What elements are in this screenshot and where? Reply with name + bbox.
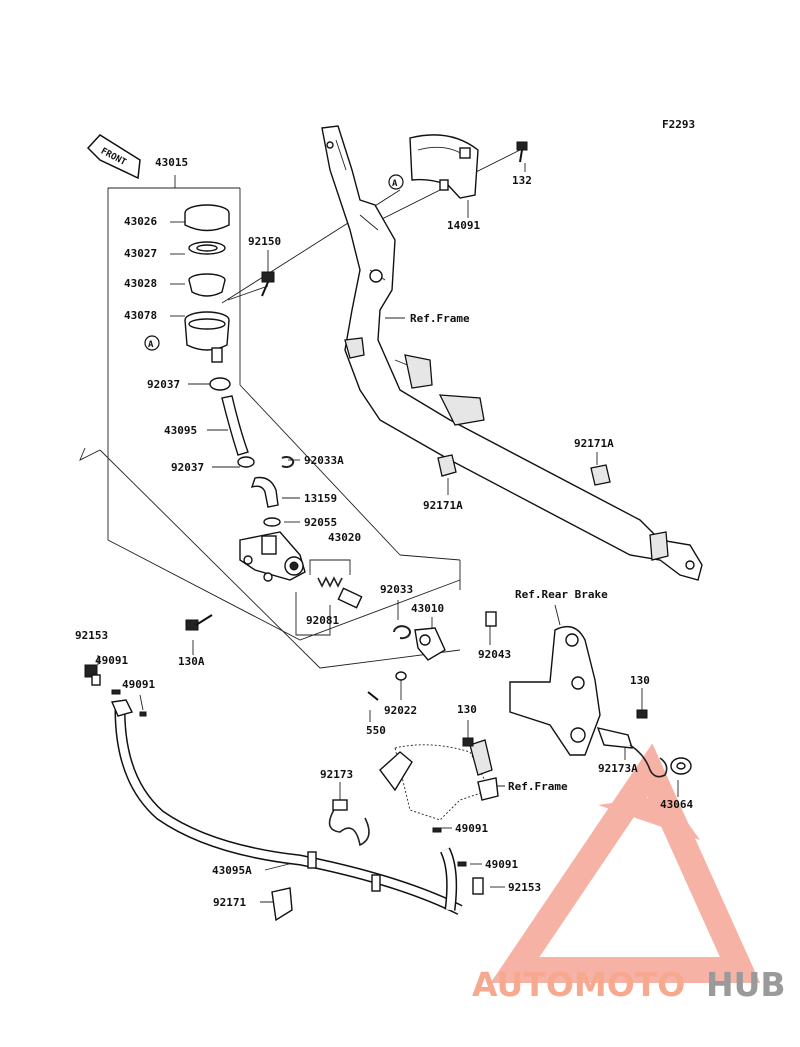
ref-marker-A-2: A	[388, 174, 404, 190]
label-43015: 43015	[155, 156, 188, 169]
label-13159: 13159	[304, 492, 337, 505]
label-49091-c: 49091	[455, 822, 488, 835]
bolt-92153-right	[472, 877, 484, 895]
label-43078: 43078	[124, 309, 157, 322]
gaskets-49091	[111, 689, 467, 867]
watermark-part1: AUTOMOTO	[472, 965, 685, 1004]
pushrod-43010	[414, 627, 446, 661]
label-49091-d: 49091	[485, 858, 518, 871]
part-labels: F2293 43015 43026 43027 43028 43078 9215…	[75, 118, 695, 909]
clamp-92171A	[437, 454, 611, 486]
label-92171A-left: 92171A	[423, 499, 463, 512]
figure-code: F2293	[662, 118, 695, 131]
label-43027: 43027	[124, 247, 157, 260]
lower-frame-bracket	[394, 739, 499, 821]
watermark-logo	[490, 743, 761, 983]
label-43095: 43095	[164, 424, 197, 437]
clip-92033	[393, 625, 411, 640]
hose-43095	[209, 377, 255, 468]
watermark-part2: HUB	[706, 965, 786, 1004]
label-130-right: 130	[630, 674, 650, 687]
label-92150: 92150	[248, 235, 281, 248]
svg-text:A: A	[392, 179, 398, 189]
pin-92043	[485, 611, 497, 627]
label-92033A: 92033A	[304, 454, 344, 467]
label-92173A: 92173A	[598, 762, 638, 775]
label-130A: 130A	[178, 655, 205, 668]
pin-550	[367, 691, 379, 701]
frame-member	[321, 125, 703, 581]
label-130-lower: 130	[457, 703, 477, 716]
rear-brake-bracket	[509, 626, 601, 756]
label-43064: 43064	[660, 798, 693, 811]
spring-92173	[328, 751, 413, 847]
label-92081: 92081	[306, 614, 339, 627]
bolt-130A	[185, 614, 213, 631]
oring-92055	[263, 517, 281, 527]
assembly-box	[79, 175, 461, 669]
label-92153-left: 92153	[75, 629, 108, 642]
clip-92033A	[281, 456, 295, 468]
reservoir-assembly	[184, 204, 230, 363]
front-badge: FRONT	[86, 134, 141, 180]
label-14091: 14091	[447, 219, 480, 232]
label-43020: 43020	[328, 531, 361, 544]
label-92037-bottom: 92037	[171, 461, 204, 474]
bushing-43064	[670, 757, 692, 775]
label-92055: 92055	[304, 516, 337, 529]
label-132: 132	[512, 174, 532, 187]
label-92171A-right: 92171A	[574, 437, 614, 450]
spring-92173A	[596, 727, 668, 778]
label-43026: 43026	[124, 215, 157, 228]
label-ref-rear-brake: Ref.Rear Brake	[515, 588, 608, 601]
elbow-13159	[250, 476, 279, 508]
svg-text:A: A	[148, 340, 154, 350]
label-92153-right: 92153	[508, 881, 541, 894]
label-92037-top: 92037	[147, 378, 180, 391]
bolt-130-right	[636, 709, 648, 719]
label-550: 550	[366, 724, 386, 737]
clamp-92171	[271, 887, 293, 922]
piston-43020	[337, 587, 363, 609]
label-49091-a: 49091	[95, 654, 128, 667]
label-43095A: 43095A	[212, 864, 252, 877]
label-92173: 92173	[320, 768, 353, 781]
bolt-132	[516, 141, 528, 163]
master-cylinder	[239, 531, 306, 582]
label-92171: 92171	[213, 896, 246, 909]
watermark-text: AUTOMOTO HUB	[472, 965, 786, 1004]
spring-92081	[317, 576, 343, 588]
bolt-130-lower	[462, 737, 474, 747]
label-ref-frame-upper: Ref.Frame	[410, 312, 470, 325]
hose-43095A	[110, 699, 463, 915]
label-92043: 92043	[478, 648, 511, 661]
cover-14091	[409, 134, 479, 199]
label-49091-b: 49091	[122, 678, 155, 691]
ref-marker-A-1: A	[144, 335, 160, 351]
label-92033: 92033	[380, 583, 413, 596]
bolt-92150	[261, 271, 275, 297]
label-ref-frame-lower: Ref.Frame	[508, 780, 568, 793]
label-43028: 43028	[124, 277, 157, 290]
washer-92022	[395, 671, 407, 681]
bolt-92153-left	[84, 664, 101, 686]
label-43010: 43010	[411, 602, 444, 615]
label-92022: 92022	[384, 704, 417, 717]
